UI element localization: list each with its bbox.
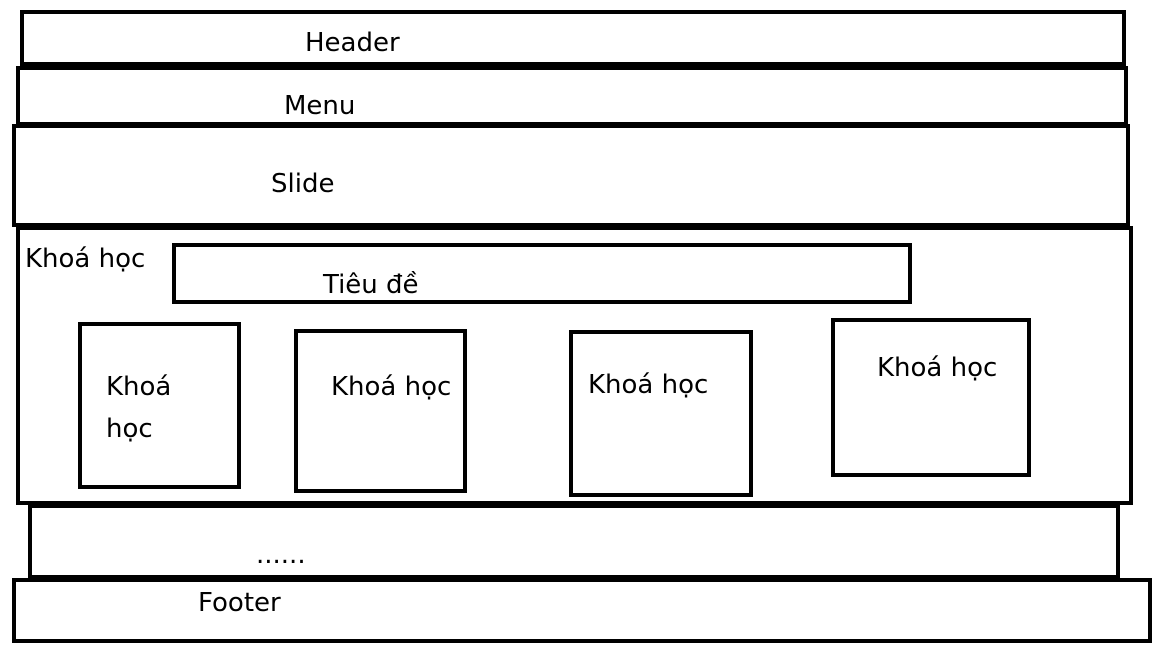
- header-label: Header: [305, 28, 400, 58]
- title-box: [172, 243, 912, 304]
- more-section-label: ......: [256, 540, 306, 570]
- course-card-label: Khoá học: [877, 353, 998, 383]
- menu-label: Menu: [284, 91, 356, 121]
- course-card: [569, 330, 753, 497]
- course-card: [294, 329, 467, 493]
- header-box: [20, 10, 1126, 66]
- courses-section-label: Khoá học: [25, 244, 146, 274]
- course-card: [831, 318, 1031, 477]
- title-label: Tiêu đề: [323, 270, 419, 300]
- course-card: [78, 322, 241, 489]
- footer-box: [12, 578, 1152, 643]
- slide-label: Slide: [271, 169, 335, 199]
- course-card-label: Khoá học: [106, 372, 172, 444]
- footer-label: Footer: [198, 588, 281, 618]
- course-card-label: Khoá học: [331, 372, 452, 402]
- menu-box: [16, 66, 1128, 126]
- more-section-box: [28, 504, 1120, 579]
- course-card-label: Khoá học: [588, 370, 709, 400]
- slide-box: [12, 124, 1130, 227]
